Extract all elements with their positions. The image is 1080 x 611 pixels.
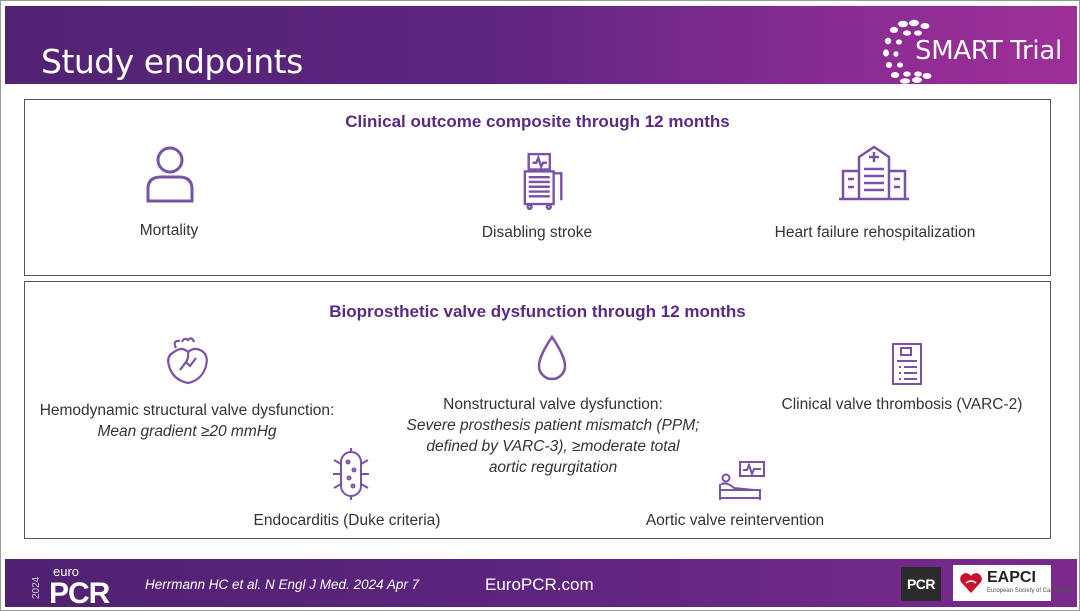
nonstructural-detail-2: defined by VARC-3), ≥moderate total [426,438,680,455]
valve-dysfunction-title: Bioprosthetic valve dysfunction through … [329,302,746,321]
trial-name: SMART Trial [915,36,1062,66]
footer-bar: 2024 euro PCR Herrmann HC et al. N Engl … [5,559,1077,607]
nonstructural-title: Nonstructural valve dysfunction: [443,396,663,413]
logo-euro: euro [53,564,79,579]
clinical-outcome-panel: Clinical outcome composite through 12 mo… [24,99,1051,276]
clipboard-icon [892,343,922,385]
logo-pcr: PCR [49,577,111,605]
heart-icon [167,337,208,385]
eapci-text: EAPCI [987,569,1036,586]
patient-bed-monitor-icon [719,461,765,500]
eapci-logo: EAPCI European Society of Cardiology [953,565,1071,601]
nonstructural-label: Nonstructural valve dysfunction: Severe … [383,394,723,478]
hemodynamic-label: Hemodynamic structural valve dysfunction… [27,400,347,442]
nonstructural-detail-1: Severe prosthesis patient mismatch (PPM; [406,417,700,434]
citation: Herrmann HC et al. N Engl J Med. 2024 Ap… [145,577,420,592]
droplet-icon [537,334,567,381]
europcr-logo-icon: 2024 euro PCR [31,564,112,605]
hospital-icon [839,145,909,201]
pcr-badge: PCR [901,567,941,601]
hemodynamic-title: Hemodynamic structural valve dysfunction… [39,402,335,419]
smart-trial-logo-icon [883,19,932,84]
thrombosis-label: Clinical valve thrombosis (VARC-2) [781,396,1023,413]
mortality-label: Mortality [139,222,199,239]
heart-logo-icon [960,573,982,593]
person-icon [146,146,194,203]
website-link[interactable]: EuroPCR.com [485,575,594,594]
nonstructural-detail-3: aortic regurgitation [488,459,618,476]
logo-year: 2024 [31,576,42,599]
heart-failure-label: Heart failure rehospitalization [774,224,976,241]
hemodynamic-detail: Mean gradient ≥20 mmHg [97,423,277,440]
slide-title: Study endpoints [41,42,303,81]
bacteria-icon [333,448,369,500]
clinical-outcome-title: Clinical outcome composite through 12 mo… [345,112,730,131]
disabling-stroke-label: Disabling stroke [481,224,593,241]
endocarditis-label: Endocarditis (Duke criteria) [253,512,441,529]
eapci-subtitle: European Society of Cardiology [987,588,1072,594]
reintervention-label: Aortic valve reintervention [645,512,825,529]
monitor-cart-icon [523,152,563,210]
valve-dysfunction-panel: Bioprosthetic valve dysfunction through … [24,281,1051,539]
header-bar: Study endpoints [5,6,1077,84]
